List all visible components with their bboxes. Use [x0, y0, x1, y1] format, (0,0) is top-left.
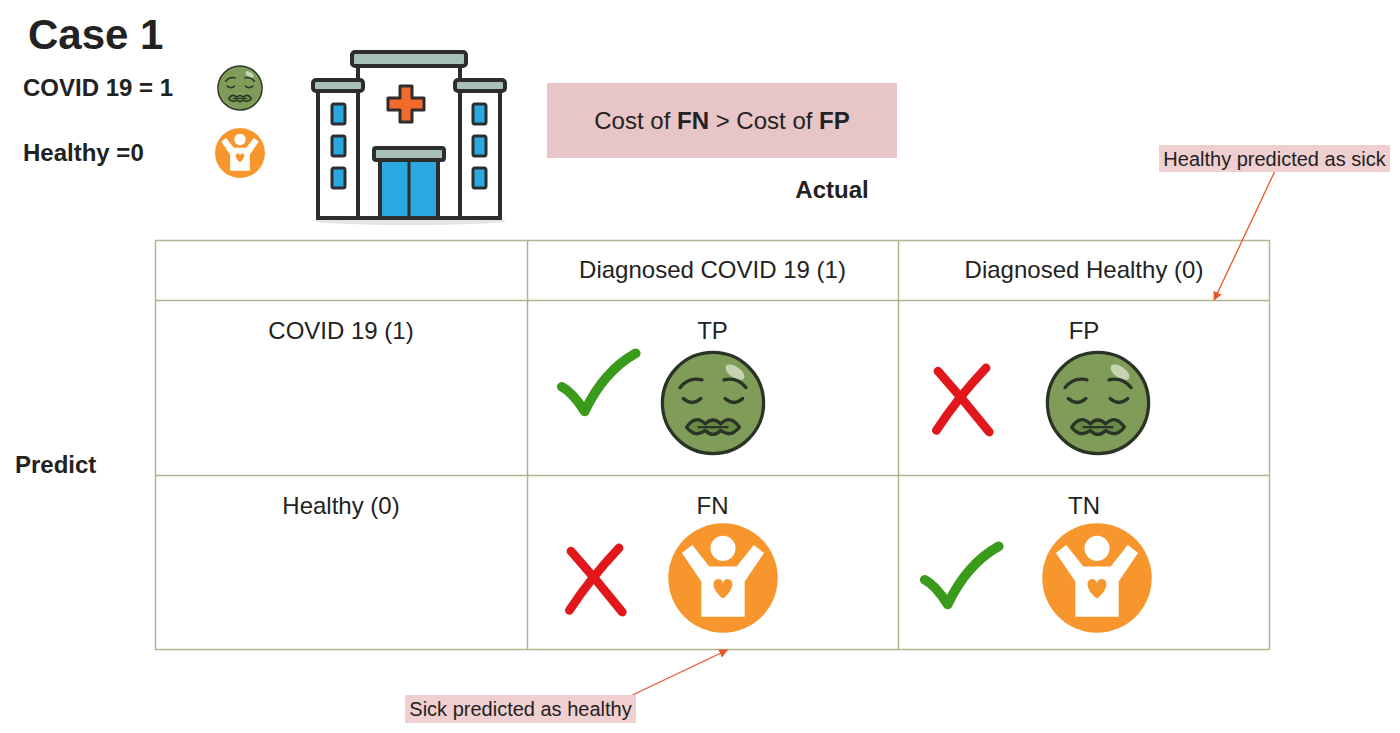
node-text: Sick predicted as healthy — [409, 698, 631, 720]
healthy-person-icon — [668, 523, 777, 632]
callout-arrow — [1214, 172, 1274, 300]
roof-cap — [455, 80, 505, 91]
sick-face-icon — [1047, 352, 1148, 453]
check-mark — [562, 353, 636, 411]
node-text: Diagnosed COVID 19 (1) — [579, 257, 846, 283]
sick-face-icon — [662, 352, 763, 453]
healthy-person-icon — [215, 128, 265, 178]
node-text: Cost of FN > Cost of FP — [594, 107, 849, 135]
legend-text: Healthy =0 — [23, 139, 144, 167]
node-text: FP — [1069, 318, 1100, 344]
table-row-header: Healthy (0) — [155, 475, 527, 650]
hospital-wing — [458, 88, 500, 218]
callout-arrow — [633, 650, 728, 695]
node-text: Healthy (0) — [282, 493, 399, 519]
node-text: FN — [697, 493, 729, 519]
node-text: Healthy predicted as sick — [1163, 148, 1385, 170]
roof-cap — [313, 80, 363, 91]
node-text: Diagnosed Healthy (0) — [965, 257, 1204, 283]
node-text: TN — [1068, 493, 1100, 519]
cross-mark — [936, 368, 989, 432]
title: Case 1 — [28, 11, 163, 59]
node-text: COVID 19 (1) — [268, 318, 413, 344]
axis-label: Actual — [795, 176, 868, 204]
hospital-illustration — [313, 52, 506, 225]
door-split — [408, 162, 411, 216]
node-text: TP — [697, 318, 728, 344]
table-header-cell: Diagnosed COVID 19 (1) — [527, 240, 898, 300]
axis-label: Predict — [15, 451, 96, 479]
cross-mark — [569, 548, 622, 612]
hospital-wing — [318, 88, 360, 218]
red-cross — [388, 86, 424, 122]
table-header-cell: Diagnosed Healthy (0) — [898, 240, 1270, 300]
door — [380, 160, 438, 218]
table-cell: TN — [898, 475, 1270, 650]
table-cell: TP — [527, 300, 898, 475]
table-row-header: COVID 19 (1) — [155, 300, 527, 475]
callout-label: Sick predicted as healthy — [405, 695, 636, 723]
cost-box: Cost of FN > Cost of FP — [547, 83, 897, 158]
sick-face-icon — [218, 66, 262, 110]
table-cell: FN — [527, 475, 898, 650]
table-cell: FP — [898, 300, 1270, 475]
healthy-person-icon — [1042, 523, 1151, 632]
callout-label: Healthy predicted as sick — [1159, 145, 1390, 172]
legend-text: COVID 19 = 1 — [23, 74, 173, 102]
check-mark — [925, 546, 999, 604]
roof-cap — [352, 52, 466, 66]
hospital-block — [358, 64, 460, 218]
table-grid — [155, 240, 1270, 650]
